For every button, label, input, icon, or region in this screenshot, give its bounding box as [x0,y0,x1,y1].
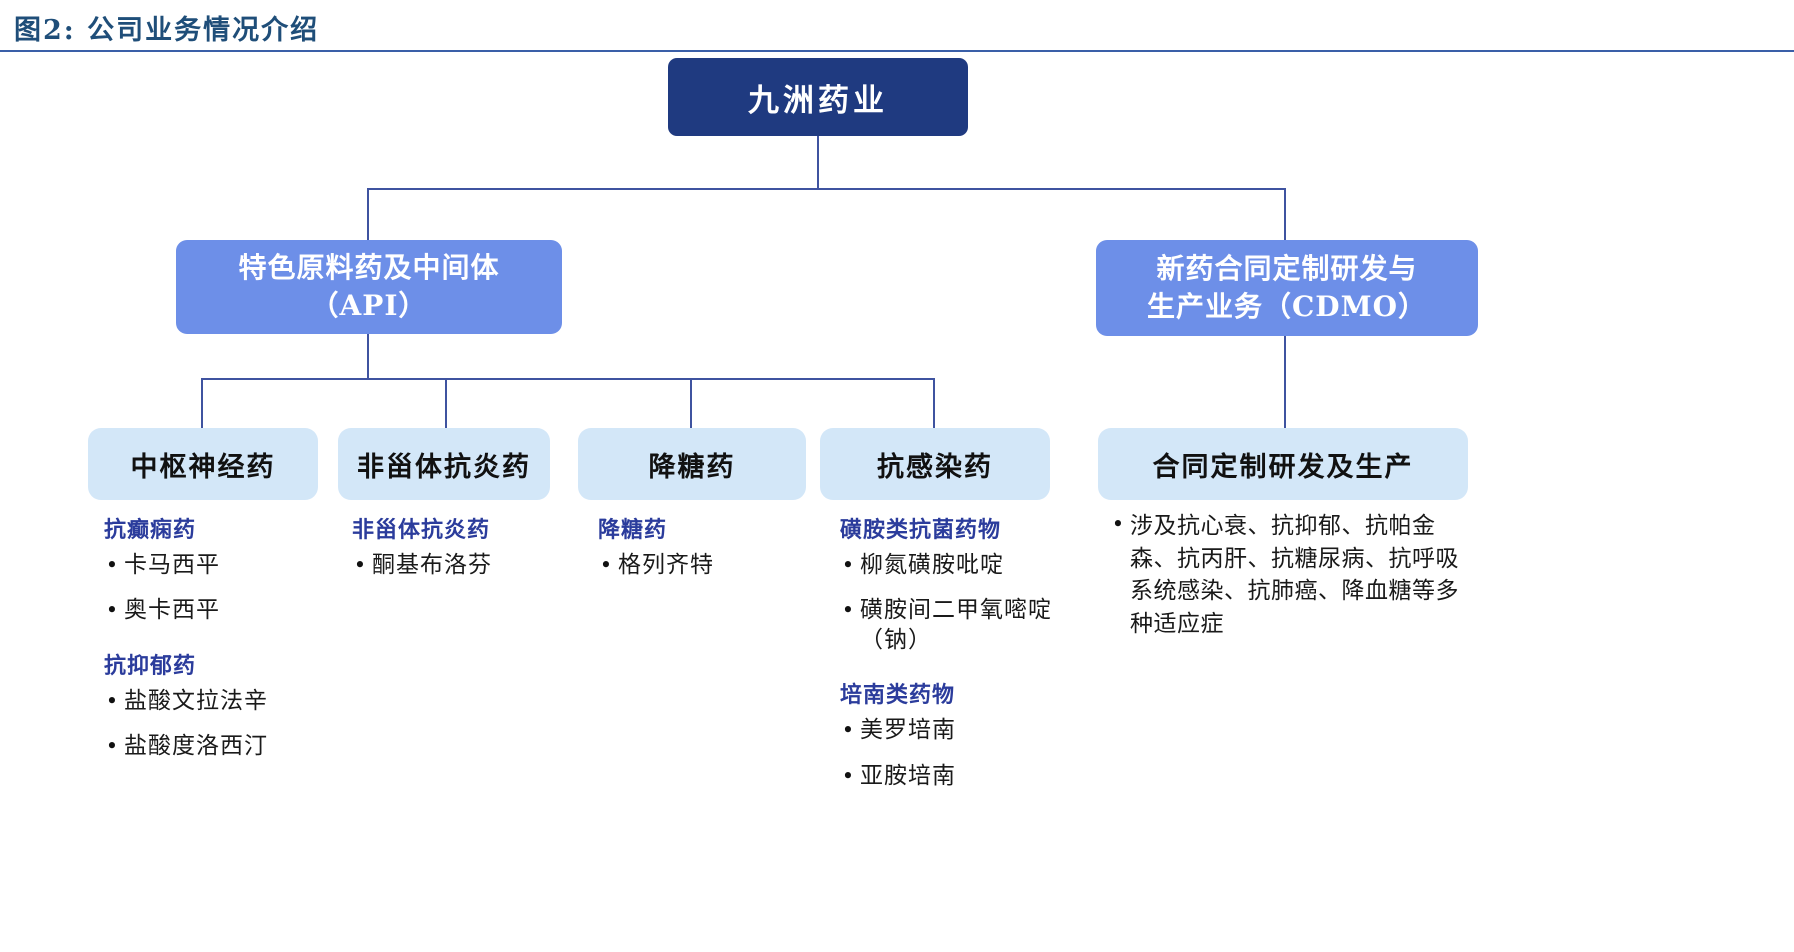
list-item: • 涉及抗心衰、抗抑郁、抗帕金森、抗丙肝、抗糖尿病、抗呼吸系统感染、抗肺癌、降血… [1106,510,1474,641]
list-item-label: 酮基布洛芬 [372,552,492,578]
content-column-glucose: 降糖药 • 格列齐特 [594,512,814,596]
node-antiinfect-label: 抗感染药 [877,451,993,483]
bullet-icon: • [353,553,367,577]
node-glucose[interactable]: 降糖药 [578,428,806,500]
bullet-icon: • [841,718,855,743]
list-item: • 柳氮磺胺吡啶 [836,551,1068,580]
node-cdmo[interactable]: 新药合同定制研发与 生产业务（CDMO） [1096,240,1478,336]
figure-title-bar: 图2: 公司业务情况介绍 [0,0,1794,52]
list-item: • 盐酸度洛西汀 [100,732,340,761]
list-item: • 格列齐特 [594,551,814,580]
bullet-icon: • [841,598,855,623]
list-item: • 酮基布洛芬 [348,551,568,580]
connector-level2-spine [367,188,1285,190]
list-item-label: 盐酸度洛西汀 [124,733,268,760]
list-item-label: 磺胺间二甲氧嘧啶（钠） [860,597,1052,653]
list-item: • 卡马西平 [100,551,340,580]
bullet-icon: • [105,598,119,623]
content-column-nsaid: 非甾体抗炎药 • 酮基布洛芬 [348,512,568,596]
org-chart-canvas: 九洲药业 特色原料药及中间体 （API） 新药合同定制研发与 生产业务（CDMO… [0,52,1794,952]
content-column-cdmo: • 涉及抗心衰、抗抑郁、抗帕金森、抗丙肝、抗糖尿病、抗呼吸系统感染、抗肺癌、降血… [1106,510,1474,641]
category-header: 培南类药物 [840,682,956,709]
connector-to-nsaid [445,378,447,428]
list-item-label: 柳氮磺胺吡啶 [860,552,1004,578]
category-header: 非甾体抗炎药 [352,517,491,543]
node-cdmo-label: 新药合同定制研发与 生产业务（CDMO） [1147,252,1427,323]
content-column-antiinfect: 磺胺类抗菌药物 • 柳氮磺胺吡啶 • 磺胺间二甲氧嘧啶（钠） 培南类药物 • 美… [836,512,1068,807]
connector-level3-spine [201,378,934,380]
node-nsaid[interactable]: 非甾体抗炎药 [338,428,550,500]
connector-to-antiinfect [933,378,935,428]
list-item: • 磺胺间二甲氧嘧啶（钠） [836,596,1068,655]
node-antiinfect[interactable]: 抗感染药 [820,428,1050,500]
connector-api-stem [367,334,369,378]
connector-to-api [367,188,369,240]
list-item-label: 盐酸文拉法辛 [124,687,268,714]
node-root[interactable]: 九洲药业 [668,58,968,136]
connector-to-cns [201,378,203,428]
node-glucose-label: 降糖药 [648,451,736,483]
node-api-label: 特色原料药及中间体 （API） [238,251,500,322]
category-header: 降糖药 [598,517,668,543]
bullet-icon: • [105,553,119,577]
connector-root-stem [817,136,819,188]
category-header: 抗抑郁药 [104,652,197,679]
bullet-icon: • [105,688,119,713]
bullet-icon: • [599,553,613,577]
node-api[interactable]: 特色原料药及中间体 （API） [176,240,562,334]
list-item: • 美罗培南 [836,716,1068,745]
bullet-icon: • [841,553,855,577]
list-item-label: 格列齐特 [618,552,714,578]
category-header: 磺胺类抗菌药物 [840,517,1002,543]
page-title: 图2: 公司业务情况介绍 [14,15,320,46]
node-cns-label: 中枢神经药 [130,451,276,483]
list-item-label: 涉及抗心衰、抗抑郁、抗帕金森、抗丙肝、抗糖尿病、抗呼吸系统感染、抗肺癌、降血糖等… [1130,513,1459,637]
list-item-label: 卡马西平 [124,552,220,578]
connector-cdmo-stem [1284,336,1286,428]
content-column-cns: 抗癫痫药 • 卡马西平 • 奥卡西平 抗抑郁药 • 盐酸文拉法辛 • 盐酸度洛西… [100,512,340,778]
category-header: 抗癫痫药 [104,517,197,543]
list-item-label: 奥卡西平 [124,597,220,624]
list-item: • 亚胺培南 [836,762,1068,791]
bullet-icon: • [1111,512,1125,536]
node-nsaid-label: 非甾体抗炎药 [357,451,531,483]
bullet-icon: • [105,734,119,759]
connector-to-cdmo [1284,188,1286,240]
list-item-label: 亚胺培南 [860,762,956,789]
node-cns[interactable]: 中枢神经药 [88,428,318,500]
bullet-icon: • [841,763,855,788]
connector-to-glucose [690,378,692,428]
list-item: • 奥卡西平 [100,596,340,625]
node-contract-rd[interactable]: 合同定制研发及生产 [1098,428,1468,500]
node-root-label: 九洲药业 [748,82,888,119]
node-contract-rd-label: 合同定制研发及生产 [1152,451,1414,483]
list-item: • 盐酸文拉法辛 [100,687,340,716]
list-item-label: 美罗培南 [860,717,956,744]
title-divider [0,50,1794,52]
